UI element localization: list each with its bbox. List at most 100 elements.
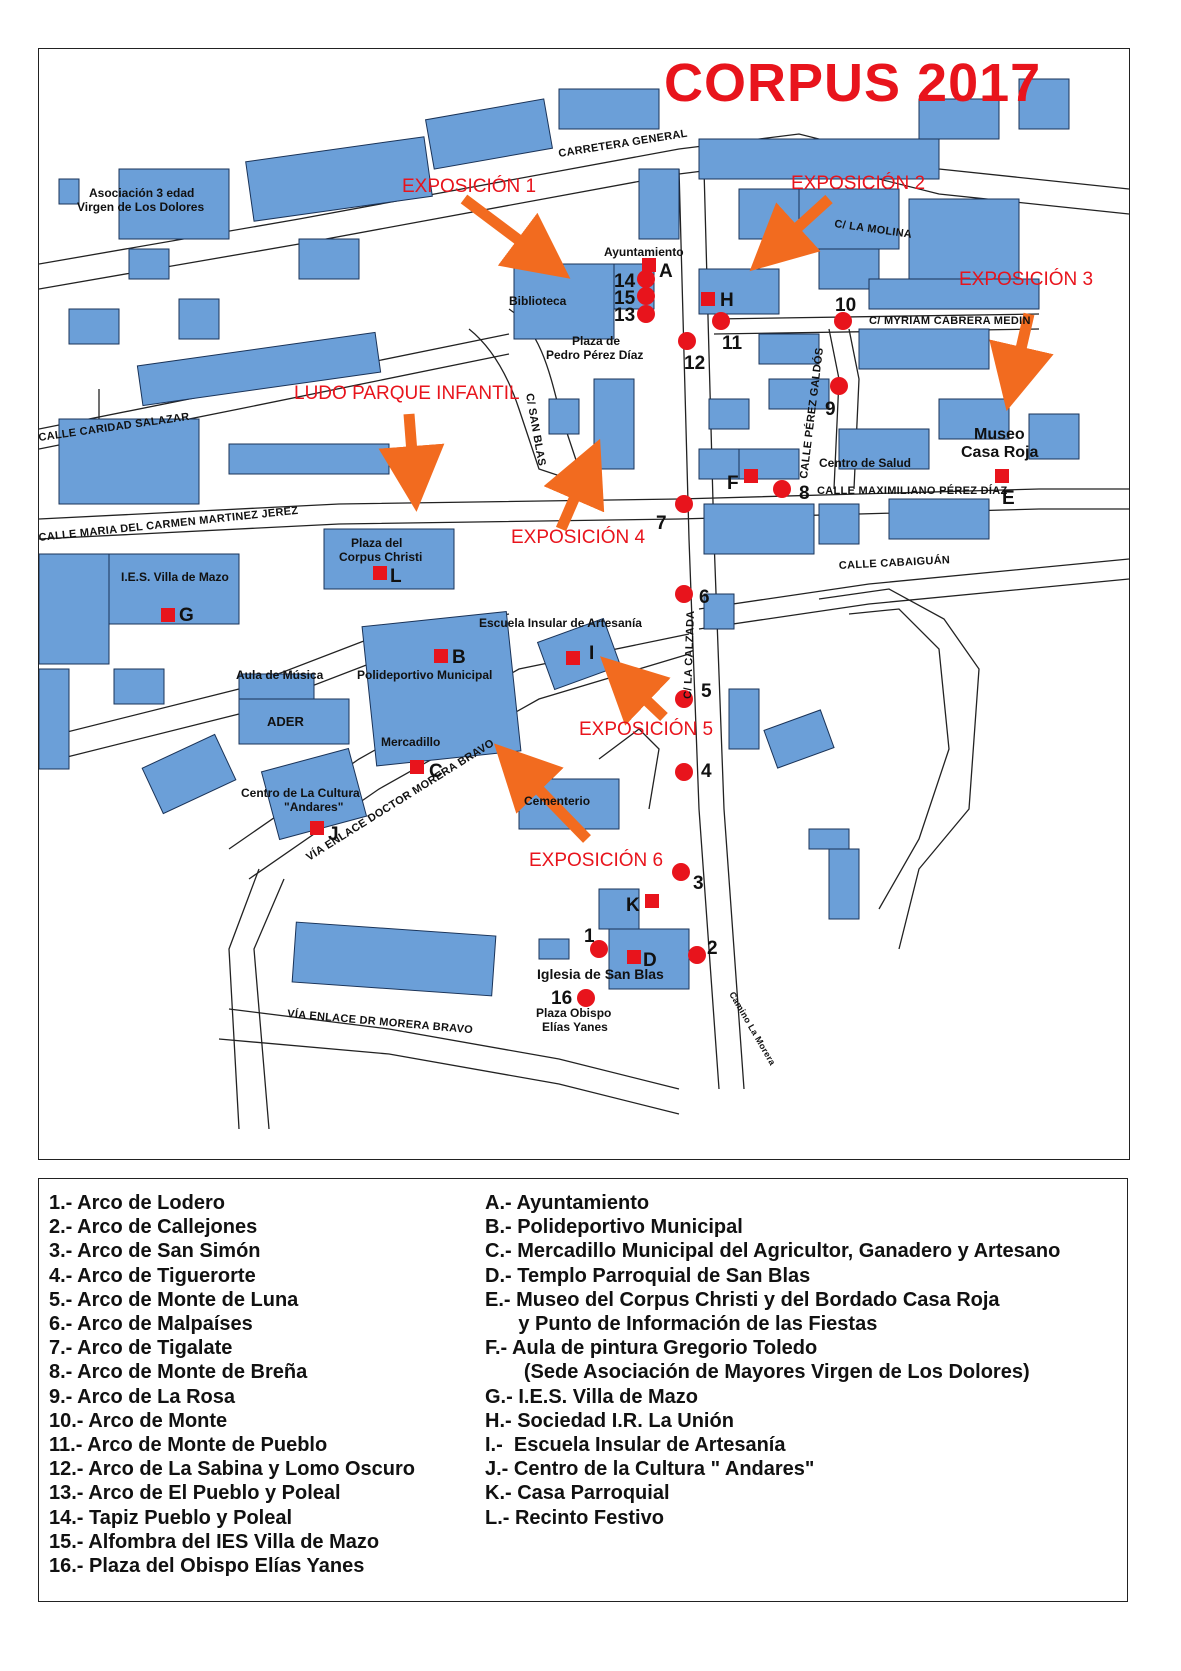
map-title: CORPUS 2017	[664, 53, 1041, 113]
marker-14[interactable]	[637, 270, 655, 288]
legend-item: L.- Recinto Festivo	[485, 1506, 664, 1529]
street-cabaiguan: CALLE CABAIGUÁN	[838, 553, 950, 572]
marker-6[interactable]	[675, 585, 693, 603]
legend-item: 4.- Arco de Tiguerorte	[49, 1264, 256, 1287]
legend-item: A.- Ayuntamiento	[485, 1192, 650, 1214]
marker-11[interactable]	[712, 312, 730, 330]
marker-I[interactable]	[566, 651, 580, 665]
label-H: H	[720, 290, 734, 311]
label-n5: 5	[701, 681, 712, 702]
marker-12[interactable]	[678, 332, 696, 350]
marker-H[interactable]	[701, 292, 715, 306]
legend-item: C.- Mercadillo Municipal del Agricultor,…	[485, 1240, 1061, 1263]
marker-2[interactable]	[688, 946, 706, 964]
label-n3: 3	[693, 873, 704, 894]
marker-A[interactable]	[642, 258, 656, 272]
label-iglesia: Iglesia de San Blas	[537, 966, 664, 982]
label-n12: 12	[684, 353, 705, 374]
label-F: F	[727, 473, 739, 494]
marker-D[interactable]	[627, 950, 641, 964]
street-maximiliano: CALLE MAXIMILIANO PÉREZ DÍAZ	[817, 484, 1008, 497]
label-centro-salud: Centro de Salud	[819, 456, 911, 470]
marker-G[interactable]	[161, 608, 175, 622]
marker-10[interactable]	[834, 312, 852, 330]
label-plaza-corpus-2: Corpus Christi	[339, 550, 422, 564]
legend-item: B.- Polideportivo Municipal	[485, 1216, 743, 1239]
legend-item: 7.- Arco de Tigalate	[49, 1337, 233, 1360]
marker-L[interactable]	[373, 566, 387, 580]
label-ayuntamiento: Ayuntamiento	[604, 245, 684, 259]
legend-item: I.- Escuela Insular de Artesanía	[485, 1434, 786, 1457]
map[interactable]: CORPUS 2017 CARRETERA GENERAL C/ LA MOLI…	[38, 48, 1130, 1160]
legend-item: 13.- Arco de El Pueblo y Poleal	[49, 1482, 341, 1505]
legend-item: E.- Museo del Corpus Christi y del Borda…	[485, 1288, 1000, 1311]
label-museo-2: Casa Roja	[961, 444, 1038, 461]
label-centro-cultura-1: Centro de La Cultura	[241, 786, 360, 800]
label-n16: 16	[551, 988, 572, 1009]
marker-9[interactable]	[830, 377, 848, 395]
legend-item: D.- Templo Parroquial de San Blas	[485, 1264, 811, 1287]
legend-item: 3.- Arco de San Simón	[49, 1240, 261, 1263]
label-plaza-obispo-2: Elías Yanes	[542, 1020, 608, 1034]
marker-F[interactable]	[744, 469, 758, 483]
street-carretera-general: CARRETERA GENERAL	[558, 128, 689, 160]
legend-item: H.- Sociedad I.R. La Unión	[485, 1409, 734, 1432]
exhibition-arrows	[378, 194, 1054, 843]
place-labels: Asociación 3 edad Virgen de Los Dolores …	[77, 186, 1038, 1034]
marker-B[interactable]	[434, 649, 448, 663]
legend-item: K.- Casa Parroquial	[485, 1482, 670, 1505]
label-n15: 15	[614, 288, 636, 309]
marker-8[interactable]	[773, 480, 791, 498]
street-via-enlace-2: VÍA ENLACE DR MORERA BRAVO	[287, 1007, 474, 1036]
legend-item: 1.- Arco de Lodero	[49, 1192, 225, 1214]
legend-item: (Sede Asociación de Mayores Virgen de Lo…	[485, 1361, 1030, 1384]
label-n6: 6	[699, 587, 710, 608]
legend-item: 10.- Arco de Monte	[49, 1409, 228, 1432]
legend-item: 12.- Arco de La Sabina y Lomo Oscuro	[49, 1458, 416, 1481]
arch-markers	[577, 270, 852, 1007]
label-plaza-pedro-2: Pedro Pérez Díaz	[546, 348, 643, 362]
label-n11: 11	[722, 333, 743, 354]
label-G: G	[179, 605, 194, 626]
marker-1[interactable]	[590, 940, 608, 958]
marker-15[interactable]	[637, 287, 655, 305]
label-n1: 1	[584, 926, 595, 947]
legend-arches: 1.- Arco de Lodero 2.- Arco de Callejone…	[49, 1191, 415, 1578]
marker-16[interactable]	[577, 989, 595, 1007]
marker-C[interactable]	[410, 760, 424, 774]
label-exposicion-2: EXPOSICIÓN 2	[791, 172, 925, 194]
label-plaza-obispo-1: Plaza Obispo	[536, 1006, 611, 1020]
legend-item: G.- I.E.S. Villa de Mazo	[485, 1385, 699, 1408]
marker-4[interactable]	[675, 763, 693, 781]
label-exposicion-1: EXPOSICIÓN 1	[402, 175, 536, 197]
label-plaza-pedro-1: Plaza de	[572, 334, 620, 348]
label-ludo-parque: LUDO PARQUE INFANTIL	[294, 383, 520, 404]
marker-J[interactable]	[310, 821, 324, 835]
label-exposicion-6: EXPOSICIÓN 6	[529, 849, 663, 871]
label-n14: 14	[614, 271, 636, 292]
marker-13[interactable]	[637, 305, 655, 323]
marker-7[interactable]	[675, 495, 693, 513]
label-K: K	[626, 895, 640, 916]
marker-5[interactable]	[675, 690, 693, 708]
label-aula-musica: Aula de Música	[236, 668, 324, 682]
marker-E[interactable]	[995, 469, 1009, 483]
legend-item: 5.- Arco de Monte de Luna	[49, 1288, 299, 1311]
marker-3[interactable]	[672, 863, 690, 881]
label-B: B	[452, 647, 466, 668]
legend-places: A.- Ayuntamiento B.- Polideportivo Munic…	[485, 1191, 1060, 1530]
label-n9: 9	[825, 399, 836, 420]
label-n4: 4	[701, 761, 712, 782]
label-asociacion-2: Virgen de Los Dolores	[77, 200, 204, 214]
legend-item: 8.- Arco de Monte de Breña	[49, 1361, 308, 1384]
label-C: C	[429, 761, 443, 782]
label-L: L	[390, 566, 402, 587]
label-J: J	[328, 824, 339, 845]
street-la-calzada: C/ LA CALZADA	[682, 610, 697, 699]
map-canvas: CORPUS 2017 CARRETERA GENERAL C/ LA MOLI…	[39, 53, 1129, 1130]
label-exposicion-3: EXPOSICIÓN 3	[959, 268, 1093, 290]
marker-K[interactable]	[645, 894, 659, 908]
label-A: A	[659, 261, 673, 282]
label-n10: 10	[835, 295, 856, 316]
legend-item: y Punto de Información de las Fiestas	[485, 1313, 878, 1336]
